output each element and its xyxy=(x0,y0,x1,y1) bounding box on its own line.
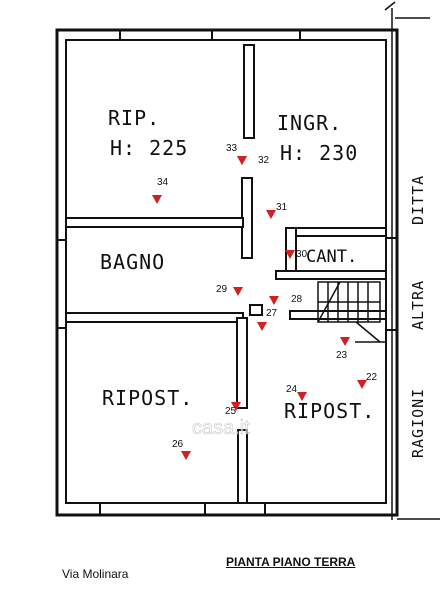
photo-marker-label-32: 32 xyxy=(258,155,270,166)
property-boundary xyxy=(384,1,440,520)
photo-marker-27[interactable] xyxy=(257,322,267,331)
photo-marker-label-28: 28 xyxy=(291,294,303,305)
side-label-ragioni: RAGIONI xyxy=(409,388,427,458)
photo-markers: 33 32 34 31 30 29 28 27 23 22 24 25 26 xyxy=(152,143,378,460)
photo-marker-label-27: 27 xyxy=(266,308,278,319)
photo-marker-label-22: 22 xyxy=(366,372,378,383)
room-ripost-right: RIPOST. xyxy=(284,399,375,423)
watermark: casa.it xyxy=(192,417,250,439)
room-ripost-left: RIPOST. xyxy=(102,386,193,410)
photo-marker-30[interactable] xyxy=(285,250,295,259)
photo-marker-26[interactable] xyxy=(181,451,191,460)
room-ingr-name: INGR. xyxy=(277,111,342,135)
plan-title: PIANTA PIANO TERRA xyxy=(226,555,356,569)
photo-marker-34[interactable] xyxy=(152,195,162,204)
room-ingr-height: H: 230 xyxy=(280,141,358,165)
photo-marker-label-29: 29 xyxy=(216,284,228,295)
room-rip-height: H: 225 xyxy=(110,136,188,160)
photo-marker-24[interactable] xyxy=(297,392,307,401)
room-cant: CANT. xyxy=(306,247,357,267)
photo-marker-23[interactable] xyxy=(340,337,350,346)
photo-marker-label-23: 23 xyxy=(336,350,348,361)
photo-marker-label-33: 33 xyxy=(226,143,238,154)
room-bagno: BAGNO xyxy=(100,250,165,274)
photo-marker-22[interactable] xyxy=(357,380,367,389)
photo-marker-31[interactable] xyxy=(266,210,276,219)
photo-marker-29[interactable] xyxy=(233,287,243,296)
staircase xyxy=(317,281,385,343)
photo-marker-label-25: 25 xyxy=(225,406,237,417)
interior-walls xyxy=(65,44,387,504)
photo-marker-label-24: 24 xyxy=(286,384,298,395)
photo-marker-28[interactable] xyxy=(269,296,279,305)
photo-marker-label-26: 26 xyxy=(172,439,184,450)
photo-marker-label-34: 34 xyxy=(157,177,169,188)
side-label-altra: ALTRA xyxy=(409,280,427,330)
photo-marker-25[interactable] xyxy=(231,402,241,411)
photo-marker-label-30: 30 xyxy=(296,249,308,260)
side-label-ditta: DITTA xyxy=(409,175,427,225)
street-name: Via Molinara xyxy=(62,567,129,581)
room-rip-name: RIP. xyxy=(108,106,160,130)
photo-marker-32[interactable] xyxy=(237,156,247,165)
photo-marker-label-31: 31 xyxy=(276,202,288,213)
